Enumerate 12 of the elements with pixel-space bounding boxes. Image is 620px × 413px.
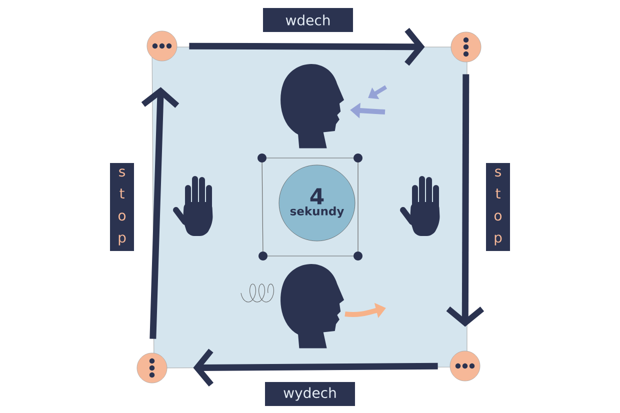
dot-circle: [136, 352, 168, 384]
arrow: [446, 74, 484, 327]
arrow: [141, 87, 180, 339]
dot-circle: [450, 350, 480, 382]
edge-label: wydech: [265, 382, 355, 406]
dot-circle: [146, 30, 178, 62]
edge-label: stop: [110, 163, 134, 251]
dot-circle: [450, 32, 482, 62]
edge-label: wdech: [263, 8, 353, 32]
edge-label: stop: [486, 163, 510, 251]
arrow: [189, 28, 425, 66]
arrow: [193, 348, 438, 387]
